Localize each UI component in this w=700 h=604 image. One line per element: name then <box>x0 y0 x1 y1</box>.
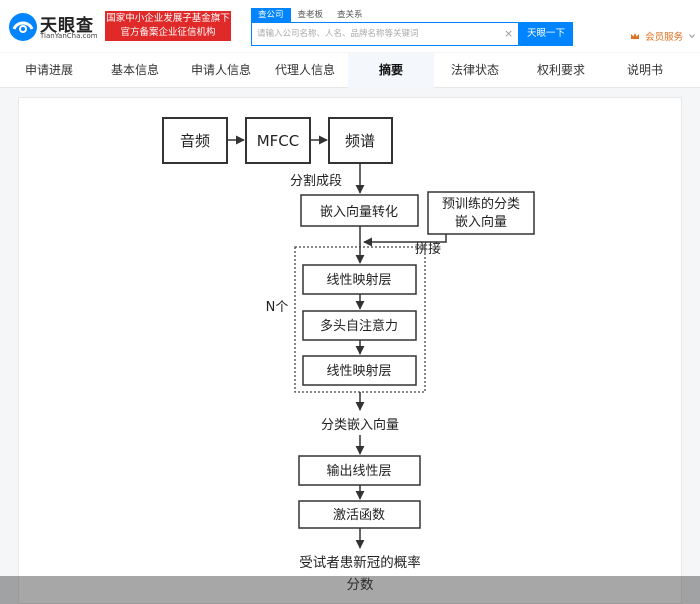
tab-application-progress[interactable]: 申请进展 <box>24 63 73 77</box>
vip-label: 会员服务 <box>645 32 684 43</box>
logo-mark-icon <box>9 13 37 41</box>
search-area: 查公司 查老板 查关系 × 天眼一下 <box>251 8 573 46</box>
search-tab-company[interactable]: 查公司 <box>251 8 291 22</box>
node-pretrained-line1: 预训练的分类 <box>442 196 520 212</box>
label-concat: 拼接 <box>415 241 441 257</box>
node-activation: 激活函数 <box>333 508 385 523</box>
search-tab-relation[interactable]: 查关系 <box>337 10 363 20</box>
tab-abstract[interactable]: 摘要 <box>348 53 434 88</box>
arrow-pretrained-concat <box>363 234 447 247</box>
label-segment: 分割成段 <box>290 173 342 189</box>
tab-specification[interactable]: 说明书 <box>626 63 663 77</box>
official-badge: 国家中小企业发展子基金旗下 官方备案企业征信机构 <box>105 11 231 41</box>
node-spectrum: 频谱 <box>345 132 375 150</box>
clear-icon[interactable]: × <box>504 27 514 40</box>
search-button[interactable]: 天眼一下 <box>519 22 573 46</box>
node-linear1: 线性映射层 <box>326 272 391 288</box>
badge-line-1: 国家中小企业发展子基金旗下 <box>106 13 230 24</box>
badge-line-2: 官方备案企业征信机构 <box>120 27 216 38</box>
node-pretrained-line2: 嵌入向量 <box>455 214 507 230</box>
chevron-down-icon <box>689 34 696 39</box>
search-input[interactable] <box>252 23 502 45</box>
node-spectrum-box <box>328 117 393 164</box>
tab-agent-info[interactable]: 代理人信息 <box>274 63 335 77</box>
node-audio: 音频 <box>180 132 210 150</box>
node-mfcc: MFCC <box>257 132 300 150</box>
patent-tabbar: 申请进展 基本信息 申请人信息 代理人信息 摘要 法律状态 权利要求 说明书 <box>0 53 700 88</box>
node-pretrained-box <box>427 191 535 235</box>
node-output-linear: 输出线性层 <box>326 463 391 479</box>
node-embed: 嵌入向量转化 <box>320 204 398 220</box>
tab-basic-info[interactable]: 基本信息 <box>110 63 159 77</box>
node-output-box <box>298 455 421 486</box>
bottom-overlay-bar <box>0 576 700 604</box>
search-tabs: 查公司 查老板 查关系 <box>251 8 370 22</box>
label-class-embedding: 分类嵌入向量 <box>321 417 399 433</box>
node-linear2: 线性映射层 <box>326 363 391 379</box>
node-attention: 多头自注意力 <box>320 318 398 334</box>
label-repeat-n: N个 <box>266 300 289 315</box>
logo-domain: TianYanCha.com <box>40 32 98 40</box>
search-tab-boss[interactable]: 查老板 <box>297 10 324 20</box>
node-embed-box <box>300 194 419 227</box>
search-box: × <box>251 22 519 46</box>
logo-name: 天眼查 <box>40 16 94 36</box>
top-header: 天眼查 TianYanCha.com 国家中小企业发展子基金旗下 官方备案企业征… <box>0 0 700 52</box>
node-linear2-box <box>302 355 417 386</box>
node-audio-box <box>162 117 228 164</box>
crown-icon <box>631 33 639 39</box>
node-activation-box <box>298 500 421 529</box>
result-line1: 受试者患新冠的概率 <box>299 554 421 571</box>
tab-applicant-info[interactable]: 申请人信息 <box>190 63 251 77</box>
vip-service-menu[interactable]: 会员服务 <box>630 25 696 43</box>
result-line2: 分数 <box>347 577 374 593</box>
tianyancha-logo[interactable]: 天眼查 TianYanCha.com <box>8 12 108 42</box>
node-attention-box <box>302 310 417 341</box>
tab-legal-status[interactable]: 法律状态 <box>450 63 499 77</box>
tab-claims[interactable]: 权利要求 <box>536 63 585 77</box>
